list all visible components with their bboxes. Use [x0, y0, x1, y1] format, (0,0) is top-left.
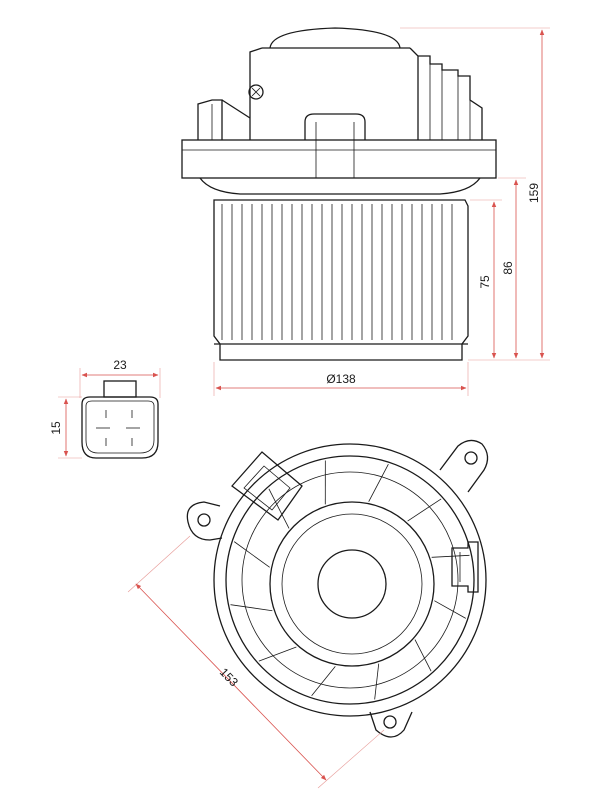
dim-mount-height: 86: [501, 261, 515, 275]
side-dimensions: 159 86 75 Ø138: [213, 27, 550, 396]
spoke-line: [434, 600, 467, 619]
spoke-line: [258, 646, 297, 662]
spoke-line: [233, 541, 270, 568]
side-view: [181, 27, 497, 361]
spoke-line: [268, 488, 290, 529]
spoke-line: [368, 464, 389, 502]
dim-flange-span: 153: [217, 665, 241, 689]
spoke-line: [431, 554, 470, 558]
dim-total-height: 159: [527, 183, 541, 203]
connector-dimensions: 23 15: [49, 358, 161, 459]
wheel-blades: [221, 204, 453, 340]
spoke-line: [311, 666, 336, 697]
spoke-line: [407, 498, 442, 522]
top-view: [186, 439, 489, 738]
spoke-line: [414, 639, 432, 672]
spoke-line: [374, 663, 380, 700]
dim-connector-width: 23: [113, 358, 127, 372]
top-dimensions: 153: [127, 535, 385, 789]
dim-wheel-diameter: Ø138: [326, 372, 356, 386]
spoke-line: [230, 604, 273, 612]
connector-view: [81, 380, 159, 459]
dim-connector-height: 15: [49, 421, 63, 435]
dim-wheel-height: 75: [478, 275, 492, 289]
